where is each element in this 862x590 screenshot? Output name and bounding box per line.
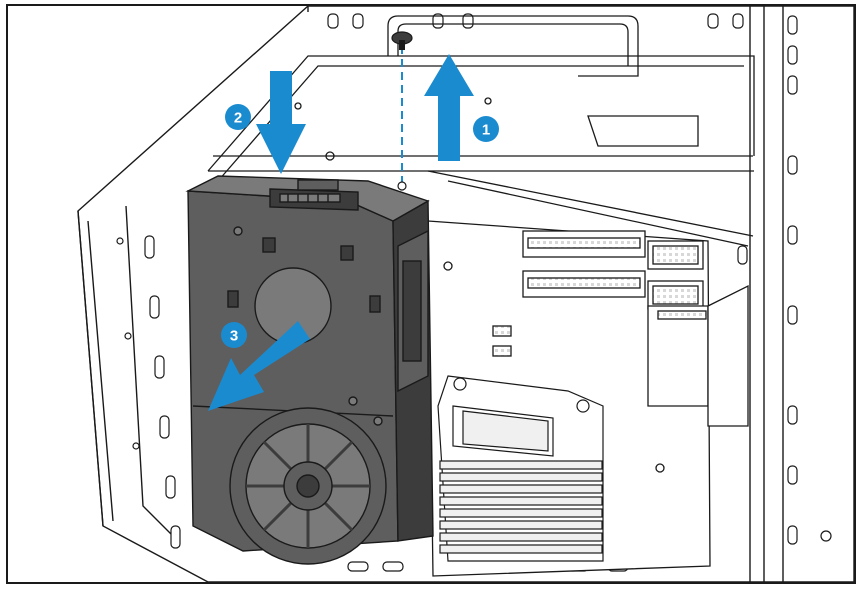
drive-bay-frame xyxy=(207,15,755,247)
step-badge-1: 1 xyxy=(473,116,499,142)
connector-row-upper xyxy=(522,230,704,270)
left-wall-slots xyxy=(116,235,181,549)
small-headers xyxy=(492,325,512,357)
arrow-diagonal-icon xyxy=(208,321,310,411)
svg-text:3: 3 xyxy=(230,328,238,345)
diagram-frame: 1 2 3 xyxy=(6,4,856,584)
top-wall-slots xyxy=(327,13,744,29)
svg-text:1: 1 xyxy=(482,122,490,139)
svg-text:2: 2 xyxy=(234,110,242,127)
step-badge-3: 3 xyxy=(221,322,247,348)
drive-cage xyxy=(185,175,434,565)
arrow-up-icon xyxy=(424,54,474,161)
connector-row-lower xyxy=(522,270,704,310)
screw-icon xyxy=(391,31,413,191)
cage-fan xyxy=(229,407,387,565)
arrow-down-icon xyxy=(256,71,306,174)
heatsink xyxy=(437,375,604,562)
chassis-illustration: 1 2 3 xyxy=(77,6,854,582)
step-badge-2: 2 xyxy=(225,104,251,130)
heatsink-fins xyxy=(439,460,603,554)
cage-latch xyxy=(269,179,359,211)
